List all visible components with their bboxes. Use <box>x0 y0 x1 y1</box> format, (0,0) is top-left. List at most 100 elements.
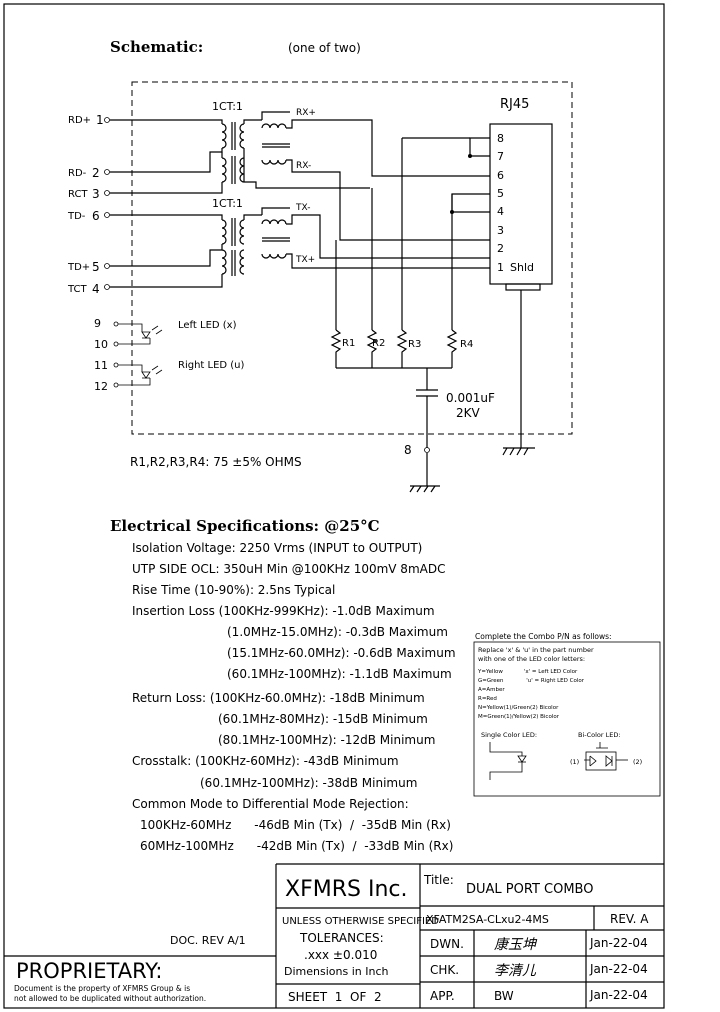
dwn-date: Jan-22-04 <box>589 936 648 950</box>
ground-pin-terminal <box>424 447 430 453</box>
proprietary-note-1: Document is the property of XFMRS Group … <box>14 984 190 993</box>
spec-line: Common Mode to Differential Mode Rejecti… <box>132 797 409 811</box>
bicolor-led-label: Bi-Color LED: <box>578 731 621 739</box>
junction-dot <box>450 210 454 214</box>
revision: REV. A <box>610 912 649 926</box>
dwn-label: DWN. <box>430 937 464 951</box>
single-led-label: Single Color LED: <box>481 731 537 739</box>
resistor-note: R1,R2,R3,R4: 75 ±5% OHMS <box>130 455 302 469</box>
spec-line: 100KHz-60MHz -46dB Min (Tx) / -35dB Min … <box>140 818 451 832</box>
combo-box <box>473 641 661 797</box>
combo-line: with one of the LED color letters: <box>478 655 585 663</box>
app-date: Jan-22-04 <box>589 988 648 1002</box>
led-pin-12: 12 <box>94 380 108 393</box>
rj45-pin-4: 4 <box>497 205 504 218</box>
combo-led-diagrams <box>489 742 628 780</box>
doc-revision: DOC. REV A/1 <box>170 934 246 947</box>
led-symbols <box>113 321 163 388</box>
app-signature: BW <box>494 989 514 1003</box>
spec-line: (60.1MHz-100MHz): -1.1dB Maximum <box>227 667 452 681</box>
net-tx-plus: TX+ <box>295 255 315 265</box>
title-label: Title: <box>423 873 454 887</box>
net-rx-minus: RX- <box>296 161 311 171</box>
spec-line: (60.1MHz-100MHz): -38dB Minimum <box>200 776 417 790</box>
rj45-pin-3: 3 <box>497 224 504 237</box>
led-left-label: Left LED (x) <box>178 320 237 331</box>
ground-symbol-cap <box>409 453 440 493</box>
spec-line: Rise Time (10-90%): 2.5ns Typical <box>132 583 335 597</box>
proprietary-heading: PROPRIETARY: <box>16 959 162 983</box>
dwn-signature: 康玉坤 <box>494 937 538 953</box>
pin-td-plus-name: TD+ <box>67 262 90 273</box>
combo-line: M=Green(1)/Yellow(2) Bicolor <box>478 714 560 720</box>
resistor-array <box>330 329 458 448</box>
rj45-pin-8: 8 <box>497 132 504 145</box>
spec-line: (15.1MHz-60.0MHz): -0.6dB Maximum <box>227 646 456 660</box>
title-block-frame <box>4 863 664 1008</box>
spec-line: (80.1MHz-100MHz): -12dB Minimum <box>218 733 435 747</box>
schematic-subtitle: (one of two) <box>288 41 361 55</box>
combo-line: G=Green 'u' = Right LED Color <box>478 678 585 684</box>
ground-pin-number: 8 <box>404 443 412 457</box>
pin-rct-name: RCT <box>68 189 88 200</box>
spec-line: (60.1MHz-80MHz): -15dB Minimum <box>218 712 428 726</box>
transformer-bot-ratio: 1CT:1 <box>212 197 243 210</box>
led-pin-10: 10 <box>94 338 108 351</box>
rj45-shield-label: Shld <box>510 261 534 274</box>
rj45-label: RJ45 <box>500 97 529 112</box>
schematic-title: Schematic: <box>110 38 203 56</box>
transformer-top-ratio: 1CT:1 <box>212 100 243 113</box>
pin-td-minus-name: TD- <box>67 211 86 222</box>
spec-line: UTP SIDE OCL: 350uH Min @100KHz 100mV 8m… <box>132 562 445 576</box>
combo-line: Y=Yellow 'x' = Left LED Color <box>477 669 578 675</box>
transformer-bottom <box>110 207 490 288</box>
rj45-wiring <box>335 137 522 448</box>
combo-heading: Complete the Combo P/N as follows: <box>475 632 612 641</box>
spec-lines: Isolation Voltage: 2250 Vrms (INPUT to O… <box>132 541 456 853</box>
resistor-r4-label: R4 <box>460 339 473 350</box>
unless-specified: UNLESS OTHERWISE SPECIFIED <box>282 916 439 927</box>
junction-dot <box>468 154 472 158</box>
rj45-pin-2: 2 <box>497 242 504 255</box>
combo-line: Replace 'x' & 'u' in the part number <box>478 646 594 654</box>
led-pin-11: 11 <box>94 359 108 372</box>
sheet-border <box>3 3 665 1009</box>
rj45-body <box>489 123 553 285</box>
led-right-label: Right LED (u) <box>178 360 245 371</box>
bicolor-pin-1: (1) <box>570 758 579 766</box>
part-number: XFATM2SA-CLxu2-4MS <box>426 913 549 926</box>
pin-tct-num: 4 <box>92 282 100 296</box>
rj45-pin-1: 1 <box>497 261 504 274</box>
pin-td-plus-num: 5 <box>92 260 100 274</box>
spec-line: Crosstalk: (100KHz-60MHz): -43dB Minimum <box>132 754 399 768</box>
chk-signature: 李清儿 <box>494 963 537 979</box>
capacitor-value: 0.001uF <box>446 391 495 405</box>
pin-rd-minus-name: RD- <box>68 168 87 179</box>
tolerances-label: TOLERANCES: <box>299 931 384 945</box>
rj45-pin-7: 7 <box>497 150 504 163</box>
proprietary-note-2: not allowed to be duplicated without aut… <box>14 994 206 1003</box>
pin-td-minus-num: 6 <box>92 209 100 223</box>
rj45-pin-6: 6 <box>497 169 504 182</box>
tolerance-value: .xxx ±0.010 <box>304 948 377 962</box>
bicolor-pin-2: (2) <box>633 758 642 766</box>
ground-symbol-shield <box>502 447 535 456</box>
spec-line: Isolation Voltage: 2250 Vrms (INPUT to O… <box>132 541 422 555</box>
pin-rd-plus-name: RD+ <box>68 115 91 126</box>
net-rx-plus: RX+ <box>296 108 316 118</box>
net-tx-minus: TX- <box>295 203 310 213</box>
combo-line: R=Red <box>478 696 497 702</box>
spec-line: Insertion Loss (100KHz-999KHz): -1.0dB M… <box>132 604 435 618</box>
pin-tct-name: TCT <box>67 284 88 295</box>
rj45-pin-5: 5 <box>497 187 504 200</box>
company-name: XFMRS Inc. <box>285 877 407 902</box>
app-label: APP. <box>430 989 455 1003</box>
spec-line: Return Loss: (100KHz-60.0MHz): -18dB Min… <box>132 691 425 705</box>
led-pin-9: 9 <box>94 317 101 330</box>
enclosure-outline <box>131 81 573 435</box>
electrical-title: Electrical Specifications: @25°C <box>110 517 380 535</box>
chk-label: CHK. <box>430 963 459 977</box>
rj45-shield-tab <box>505 283 541 291</box>
sheet-number: SHEET 1 OF 2 <box>288 990 382 1004</box>
